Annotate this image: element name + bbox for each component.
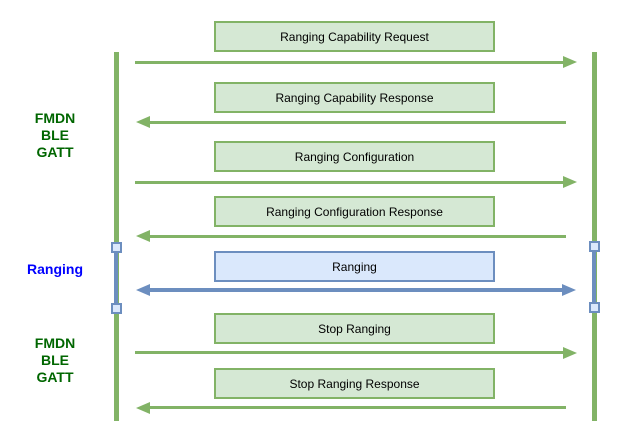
message-label: Ranging Configuration [294, 149, 415, 164]
arrowhead-left-icon [136, 116, 150, 128]
message-label: Ranging [332, 259, 377, 274]
session-marker-icon [111, 242, 122, 253]
message-label: Stop Ranging Response [289, 376, 420, 391]
message-box: Ranging Capability Request [214, 21, 495, 52]
session-marker-icon [589, 241, 600, 252]
session-marker-icon [589, 302, 600, 313]
lifeline-left [114, 52, 119, 421]
session-marker-icon [111, 303, 122, 314]
ranging-session-segment-left [114, 247, 118, 308]
section-label-ranging: Ranging [27, 261, 83, 277]
message-arrow [135, 351, 563, 354]
message-arrow [150, 288, 562, 292]
message-arrow [135, 60, 563, 64]
message-box: Ranging Configuration [214, 141, 495, 172]
lifeline-right [592, 52, 597, 421]
arrowhead-left-icon [136, 401, 150, 414]
message-arrow [150, 406, 566, 409]
ranging-session-segment-right [592, 246, 596, 307]
message-box: Ranging [214, 251, 495, 282]
message-box: Ranging Configuration Response [214, 196, 495, 227]
message-label: Stop Ranging [318, 321, 391, 336]
arrowhead-left-icon [136, 230, 150, 242]
message-box: Stop Ranging Response [214, 368, 495, 399]
arrowhead-left-icon [136, 284, 150, 296]
section-label-gatt-1: FMDN BLE GATT [34, 110, 76, 160]
message-label: Ranging Configuration Response [266, 204, 443, 219]
arrowhead-right-icon [562, 284, 576, 296]
arrowhead-right-icon [563, 346, 577, 359]
message-label: Ranging Capability Response [275, 90, 434, 105]
message-label: Ranging Capability Request [280, 29, 429, 44]
message-arrow [135, 180, 563, 184]
message-box: Stop Ranging [214, 313, 495, 344]
message-arrow [150, 234, 566, 238]
section-label-gatt-2: FMDN BLE GATT [34, 335, 76, 385]
message-box: Ranging Capability Response [214, 82, 495, 113]
arrowhead-right-icon [563, 176, 577, 188]
arrowhead-right-icon [563, 56, 577, 68]
message-arrow [150, 120, 566, 124]
